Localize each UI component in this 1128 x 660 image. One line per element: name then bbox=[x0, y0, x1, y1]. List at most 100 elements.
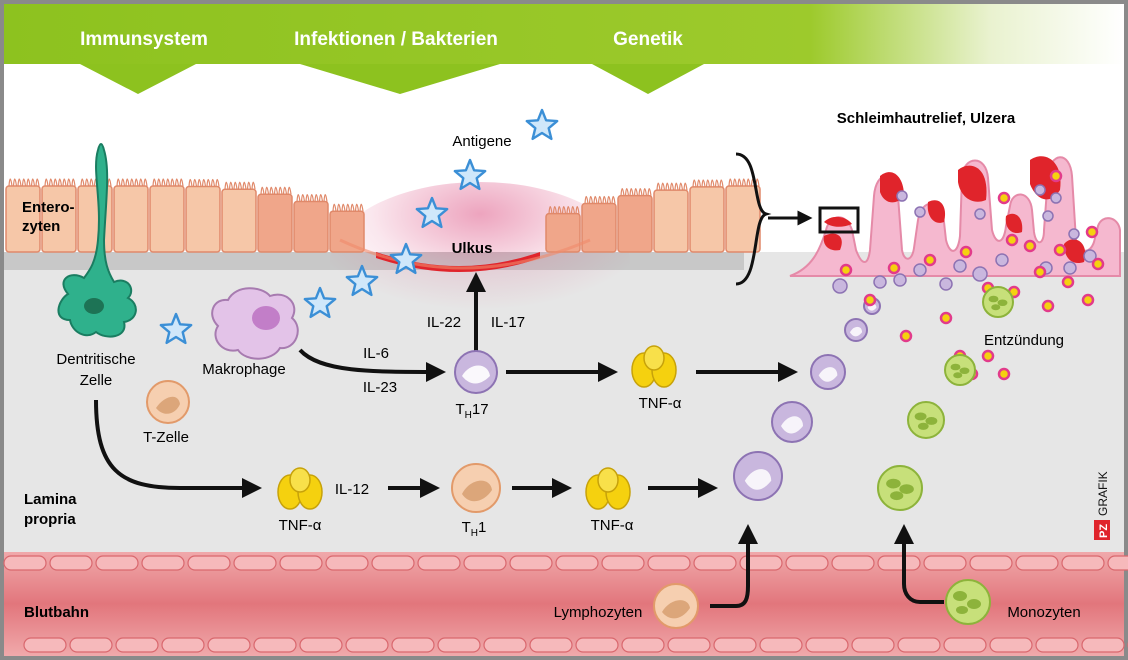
enterocyte-microvilli bbox=[548, 206, 580, 214]
vessel-wall-cell bbox=[391, 637, 435, 653]
label-th1: TH1 bbox=[462, 519, 487, 539]
vessel-wall-cell bbox=[253, 637, 297, 653]
small-immune-cell bbox=[896, 190, 908, 202]
small-immune-cell bbox=[1034, 184, 1046, 196]
banner-item-genetik: Genetik bbox=[613, 29, 683, 50]
blood-lymphocyte bbox=[653, 583, 699, 629]
small-immune-cell bbox=[832, 278, 848, 294]
label-il22: IL-22 bbox=[427, 314, 461, 331]
blood-monocyte-granule-3 bbox=[956, 606, 968, 614]
enterocyte-microvilli bbox=[620, 188, 652, 196]
vessel-wall-cell bbox=[141, 555, 185, 571]
label-il6: IL-6 bbox=[363, 345, 389, 362]
vessel-wall-cell bbox=[115, 637, 159, 653]
label-bloodstream: Blutbahn bbox=[24, 604, 89, 621]
tnf-cytokine-bottom-left bbox=[277, 467, 323, 510]
label-il23: IL-23 bbox=[363, 379, 397, 396]
inflammatory-granulocyte bbox=[1049, 169, 1063, 183]
vessel-wall-cell bbox=[483, 637, 527, 653]
inflammatory-granulocyte bbox=[1081, 293, 1095, 307]
blood-vessel bbox=[3, 552, 1128, 656]
lymphocyte-nucleus bbox=[781, 416, 803, 434]
vessel-wall-cell bbox=[897, 637, 941, 653]
inflammatory-granulocyte bbox=[923, 253, 937, 267]
label-dendritic-2: Zelle bbox=[80, 372, 113, 389]
label-lymphocytes: Lymphozyten bbox=[554, 604, 643, 621]
enterocyte-microvilli bbox=[224, 181, 256, 190]
monocyte-granule bbox=[950, 363, 961, 371]
banner-pointer-2 bbox=[300, 64, 500, 94]
inflammatory-granulocyte bbox=[959, 245, 973, 259]
enterocyte-cell bbox=[617, 194, 653, 253]
th17-cell-nucleus bbox=[462, 365, 490, 384]
monocyte-granule bbox=[997, 299, 1008, 307]
vessel-wall-cell bbox=[49, 555, 93, 571]
enterocyte-cell bbox=[185, 185, 221, 253]
small-immune-cell bbox=[939, 277, 953, 291]
enterocyte-cell bbox=[653, 189, 689, 253]
credit-grafik: GRAFIK bbox=[1096, 471, 1110, 516]
label-enterocytes-2: zyten bbox=[22, 218, 60, 235]
monocyte-granule bbox=[953, 372, 963, 379]
lymphocyte-nucleus bbox=[849, 326, 863, 337]
vessel-wall-cell bbox=[299, 637, 343, 653]
tnf-subunit bbox=[289, 467, 311, 493]
mucosal-relief bbox=[789, 156, 1121, 277]
arrow-macrophage-to-th17 bbox=[298, 348, 446, 382]
inflammatory-granulocyte bbox=[997, 367, 1011, 381]
vessel-wall-cell bbox=[69, 637, 113, 653]
antigen-star bbox=[389, 242, 423, 275]
enterocyte-microvilli bbox=[296, 193, 328, 202]
ulcer-edge bbox=[339, 238, 591, 270]
monocyte-granule bbox=[917, 422, 929, 430]
th1-cell: TH1 bbox=[451, 463, 501, 539]
enterocyte-microvilli bbox=[656, 182, 688, 191]
vessel-wall-cell bbox=[785, 555, 829, 571]
inflammatory-granulocyte bbox=[1061, 275, 1075, 289]
vessel-wall-cell bbox=[371, 555, 415, 571]
inflammatory-granulocyte bbox=[1005, 233, 1019, 247]
label-th17: TH17 bbox=[455, 401, 488, 421]
th1-cell-nucleus bbox=[462, 480, 492, 502]
label-th17-sub: H bbox=[465, 410, 472, 421]
banner-strip bbox=[4, 4, 1124, 64]
label-inflammation: Entzündung bbox=[984, 332, 1064, 349]
monocyte-granule bbox=[890, 491, 904, 501]
vessel-wall-cell bbox=[575, 637, 619, 653]
monocyte-granule bbox=[886, 478, 901, 489]
lymphocyte-nucleus bbox=[744, 469, 772, 490]
inflammatory-granulocyte bbox=[1053, 243, 1067, 257]
vessel-wall-cell bbox=[23, 637, 67, 653]
antigen-star bbox=[525, 108, 559, 141]
inflammatory-granulocyte bbox=[899, 329, 913, 343]
monocyte-granule bbox=[925, 416, 938, 425]
enterocyte-microvilli bbox=[44, 178, 76, 187]
enterocyte-cell bbox=[221, 188, 257, 253]
monocyte-granule bbox=[991, 304, 1001, 311]
label-th1-sub: H bbox=[471, 528, 478, 539]
th17-cell: TH17 bbox=[454, 350, 498, 421]
label-relief: Schleimhautrelief, Ulzera bbox=[837, 110, 1016, 127]
t-cell: T-Zelle bbox=[143, 380, 190, 446]
vessel-wall-cell bbox=[1107, 555, 1128, 571]
vessel-wall-cell bbox=[831, 555, 875, 571]
blood-monocyte bbox=[945, 579, 991, 625]
macrophage-nucleus bbox=[252, 306, 280, 330]
antigen-star bbox=[415, 196, 449, 229]
arrow-dendritic-to-tnf bbox=[94, 399, 262, 498]
small-immune-cell bbox=[913, 263, 927, 277]
enterocyte-cell bbox=[149, 185, 185, 253]
antigen-stars bbox=[159, 108, 559, 345]
vessel-wall-cell bbox=[1061, 555, 1105, 571]
vessel-wall-cell bbox=[805, 637, 849, 653]
vessel-wall-cell bbox=[555, 555, 599, 571]
vessel-wall-cell bbox=[325, 555, 369, 571]
small-immune-cell bbox=[1083, 249, 1097, 263]
dendritic-cell-nucleus bbox=[84, 298, 104, 314]
small-immune-cell bbox=[953, 259, 967, 273]
monocyte-granule bbox=[899, 484, 914, 494]
tnf-subunit bbox=[643, 345, 665, 371]
enterocyte-microvilli bbox=[692, 179, 724, 187]
